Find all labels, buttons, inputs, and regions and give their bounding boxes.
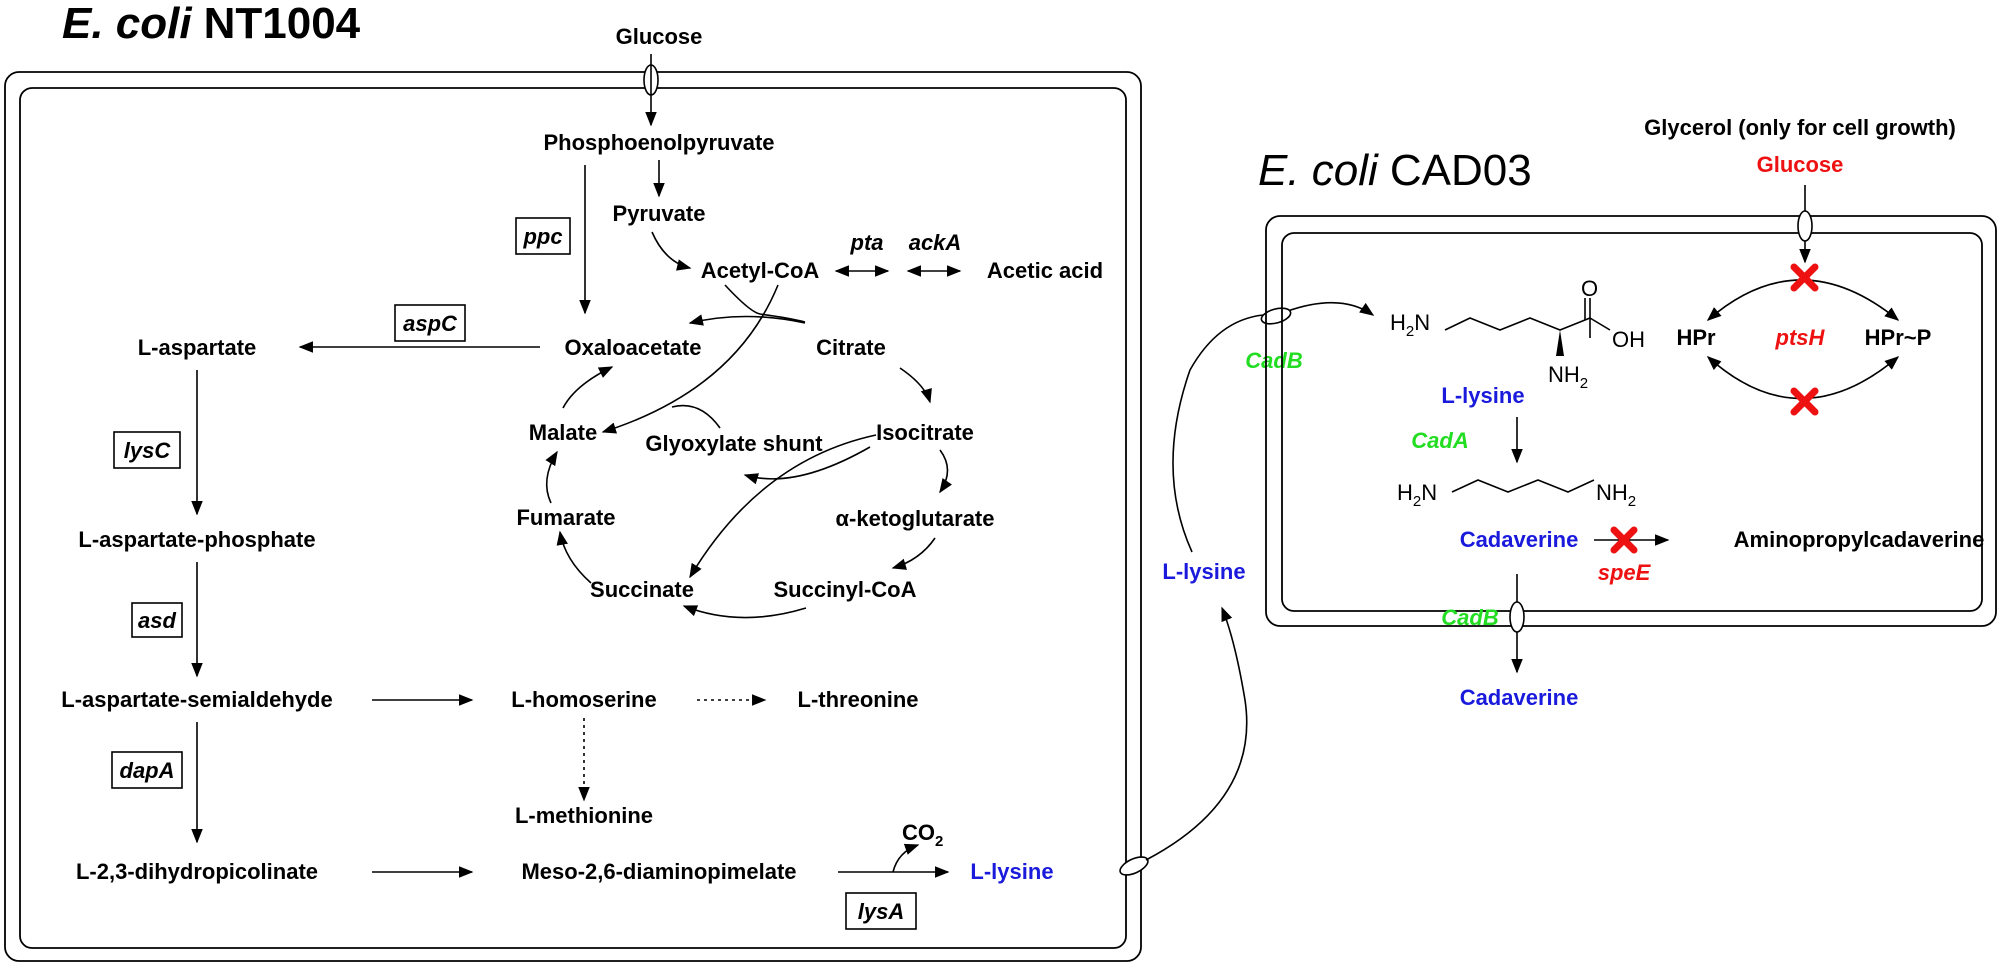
citrate-label: Citrate [816,335,886,360]
meso-diaminopimelate-label: Meso-2,6-diaminopimelate [521,859,796,884]
pta-gene-label: pta [850,230,884,255]
lysine-alpha-amine-label: NH2 [1548,362,1588,392]
glyoxylate-shunt-label: Glyoxylate shunt [645,431,823,456]
acka-gene-label: ackA [909,230,962,255]
ppc-gene-box [515,217,571,255]
cadb-importer [1260,307,1292,325]
dapa-gene-label: dapA [120,758,175,783]
l-methionine-label: L-methionine [515,803,653,828]
ppc-gene-label: ppc [522,224,562,249]
l-23-dihydropicolinate-label: L-2,3-dihydropicolinate [76,859,318,884]
aminopropylcadaverine-label: Aminopropylcadaverine [1734,527,1985,552]
ptsh-knockout-bottom-icon [1790,387,1819,416]
cadaverine-label: Cadaverine [1460,527,1579,552]
alpha-ketoglutarate-label: α-ketoglutarate [836,506,995,531]
right-cell-inner-membrane [1281,232,1983,612]
lysc-gene-box [113,431,181,469]
cada-gene-label: CadA [1411,428,1468,453]
l-lysine-product-label: L-lysine [970,859,1053,884]
lysine-amine-n-label: H2N [1390,310,1430,340]
l-aspartate-semialdehyde-label: L-aspartate-semialdehyde [61,687,332,712]
ptsh-gene-label: ptsH [1775,325,1826,350]
glucose-red-label: Glucose [1757,152,1844,177]
cadb-out-label: CadB [1441,605,1499,630]
l-homoserine-label: L-homoserine [511,687,656,712]
lysa-gene-box [845,892,917,930]
cadb-exporter [1509,601,1525,633]
l-threonine-label: L-threonine [798,687,919,712]
left-cell-inner-membrane [19,87,1127,949]
l-aspartate-phosphate-label: L-aspartate-phosphate [78,527,315,552]
dapa-gene-box [111,751,183,789]
acetyl-coa-label: Acetyl-CoA [701,258,820,283]
aspc-gene-box [394,304,466,342]
cadaverine-amine-left-label: H2N [1397,480,1437,510]
lysc-gene-label: lysC [124,438,172,463]
cadb-in-label: CadB [1245,348,1303,373]
aspc-gene-label: aspC [403,311,458,336]
glucose-label: Glucose [616,24,703,49]
cadaverine-secreted-label: Cadaverine [1460,685,1579,710]
glycerol-label: Glycerol (only for cell growth) [1644,115,1956,140]
succinate-label: Succinate [590,577,694,602]
lysine-carbonyl-o-label: O [1581,276,1598,301]
fumarate-label: Fumarate [516,505,615,530]
isocitrate-label: Isocitrate [876,420,974,445]
cadaverine-amine-right-label: NH2 [1596,480,1636,510]
asd-gene-label: asd [138,608,176,633]
spee-gene-label: speE [1598,560,1652,585]
left-cell-outer-membrane [4,71,1142,962]
l-aspartate-label: L-aspartate [138,335,257,360]
l-lysine-substrate-label: L-lysine [1441,383,1524,408]
lysa-gene-label: lysA [858,899,904,924]
malate-label: Malate [529,420,597,445]
hpr-label: HPr [1676,325,1716,350]
pep-label: Phosphoenolpyruvate [543,130,774,155]
right-cell-outer-membrane [1265,215,1997,627]
oxaloacetate-label: Oxaloacetate [565,335,702,360]
cadaverine-structure: H2N NH2 [1397,479,1636,510]
lysine-hydroxyl-label: OH [1612,327,1645,352]
l-lysine-structure: H2N O OH NH2 [1390,276,1645,392]
co2-label: CO2 [902,820,943,850]
ptsh-knockout-top-icon [1790,263,1819,292]
glucose-pts-transporter [1797,210,1813,242]
acetic-acid-label: Acetic acid [987,258,1103,283]
l-lysine-transport-label: L-lysine [1162,559,1245,584]
lysine-exporter [1119,856,1149,876]
succinyl-coa-label: Succinyl-CoA [773,577,916,602]
asd-gene-box [131,602,183,638]
pyruvate-label: Pyruvate [613,201,706,226]
hpr-p-label: HPr~P [1865,325,1932,350]
spee-knockout-icon [1610,526,1638,554]
